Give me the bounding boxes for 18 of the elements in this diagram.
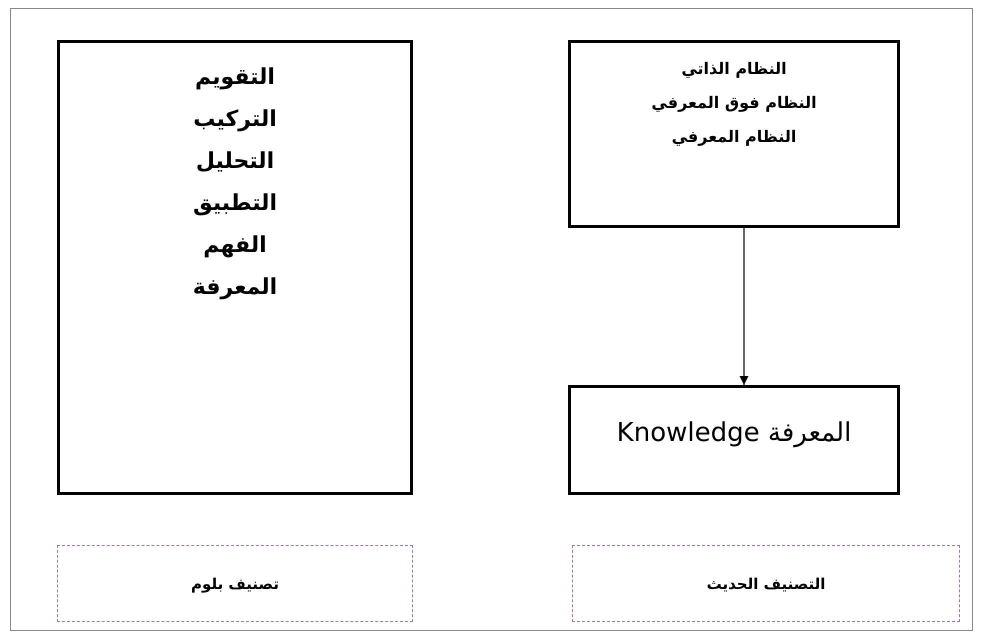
level-text: الفهم: [203, 233, 267, 258]
category-box: [57, 40, 413, 495]
caption-text: تصنيف بلوم: [191, 574, 279, 592]
level-text: التقويم: [195, 65, 275, 90]
caption-text: التصنيف الحديث: [706, 574, 826, 592]
level-text: التطبيق: [192, 191, 277, 216]
category-box: [568, 385, 900, 495]
level-text: النظام الذاتي: [681, 59, 787, 78]
category-box: [568, 40, 900, 228]
caption-box: [57, 545, 413, 622]
level-text: التركيب: [193, 107, 277, 132]
level-text: النظام فوق المعرفي: [651, 93, 817, 112]
caption-box: [572, 545, 960, 622]
level-text: النظام المعرفي: [672, 127, 796, 146]
level-text: المعرفة: [192, 275, 278, 300]
level-text: المعرفة Knowledge: [616, 418, 852, 448]
level-text: التحليل: [196, 149, 274, 174]
arrow: [740, 228, 748, 385]
